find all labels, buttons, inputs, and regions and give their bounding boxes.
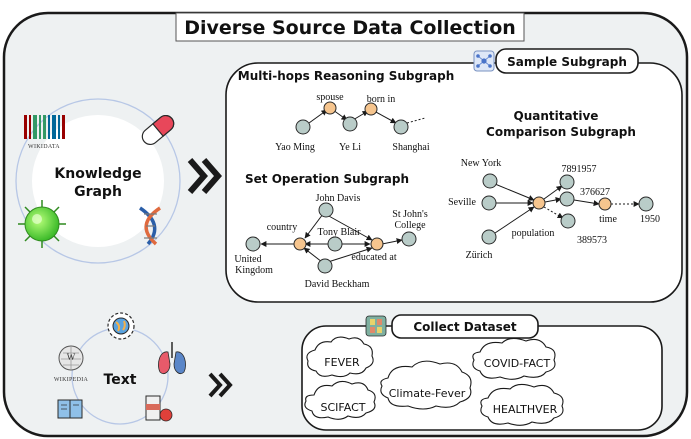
chevron-right-small-icon [208,372,233,398]
dataset-cloud-fever: FEVER [306,336,374,378]
title-box [175,12,525,42]
node-value-1 [559,174,575,190]
quant-graph: New York Seville Zürich population 78919… [448,158,660,261]
entity-zurich: Zürich [466,250,493,261]
text-source-label: Text [104,372,137,388]
node-shanghai [393,119,409,135]
edge-label-population: population [512,228,555,239]
page-title: Diverse Source Data Collection [184,17,516,39]
palette-icon [365,315,387,337]
entity-uk-2: Kingdom [235,265,273,276]
dna-icon [138,206,162,246]
dataset-label: COVID-FACT [484,357,551,370]
node-value-3 [560,213,576,229]
node-seville [481,195,497,211]
node-relation-time [598,197,612,211]
node-uk [245,236,261,252]
node-tony-blair [327,236,343,252]
kg-label-1: Knowledge [54,166,141,182]
edge-label-born-in: born in [367,94,396,105]
svg-text:W: W [67,352,76,362]
wikipedia-label: WIKIPEDIA [54,377,89,383]
network-icon [473,50,495,72]
entity-shanghai: Shanghai [392,142,429,153]
dataset-label: Climate-Fever [389,387,466,400]
node-david-beckham [317,258,333,274]
collect-dataset-label: Collect Dataset [413,320,517,334]
node-st-johns [401,231,417,247]
node-year [638,196,654,212]
entity-ye-li: Ye Li [339,142,361,153]
chevron-right-icon [187,158,222,194]
edge-label-spouse: spouse [316,92,344,103]
node-ye-li [342,116,358,132]
dataset-cloud-healthver: HEALTHVER [480,383,564,426]
quant-title-1: Quantitative [514,109,599,123]
entity-st-johns-1: St John's [392,209,428,220]
sample-subgraph-label: Sample Subgraph [507,55,627,69]
node-john-davis [318,202,334,218]
entity-new-york: New York [461,158,502,169]
node-yao-ming [295,119,311,135]
dataset-label: SCIFACT [321,401,366,414]
edge-label-country: country [267,222,298,233]
entity-st-johns-2: College [394,220,426,231]
entity-tony-blair: Tony Blair [318,227,362,238]
kg-center [32,115,164,247]
multihop-graph: spouse born in Yao Ming Ye Li Shanghai [275,92,430,153]
value-389573: 389573 [577,235,607,246]
node-new-york [482,173,498,189]
value-year: 1950 [640,214,660,225]
virus-icon [18,200,66,248]
dataset-cloud-covid-fact: COVID-FACT [472,337,556,380]
node-relation-educated [370,237,384,251]
node-zurich [481,229,497,245]
entity-david-beckham: David Beckham [305,279,370,290]
value-376627: 376627 [580,187,610,198]
lungs-icon [158,342,186,374]
dataset-label: FEVER [324,356,360,369]
dataset-cloud-climate-fever: Climate-Fever [380,360,472,410]
node-relation-country [293,237,307,251]
wikipedia-logo: W WIKIPEDIA [54,345,89,383]
pill-icon [141,114,175,146]
entity-john-davis: John Davis [316,193,361,204]
kg-label-2: Graph [74,184,122,200]
node-relation-population [532,196,546,210]
kg-ring [15,98,181,264]
node-relation-spouse [323,101,337,115]
dataset-label: HEALTHVER [493,403,558,416]
food-icon [145,395,173,422]
node-relation-born [364,102,378,116]
setop-title: Set Operation Subgraph [245,172,409,186]
book-icon [57,399,83,419]
entity-uk-1: United [234,254,261,265]
multihop-title: Multi-hops Reasoning Subgraph [238,69,454,83]
wikidata-label: WIKIDATA [28,144,60,150]
entity-yao-ming: Yao Ming [275,142,315,153]
dataset-cloud-scifact: SCIFACT [304,380,376,420]
quant-title-2: Comparison Subgraph [486,125,636,139]
edge-label-time: time [599,214,617,225]
setop-graph: John Davis country Tony Blair St John's … [234,193,427,290]
wikidata-logo: WIKIDATA [24,115,65,150]
value-7891957: 7891957 [562,164,597,175]
globe-icon [107,312,135,340]
edge-label-educated-at: educated at [351,252,396,263]
collect-dataset-box [391,314,539,339]
sample-subgraph-box [495,48,639,74]
entity-seville: Seville [448,197,476,208]
node-value-2 [559,191,575,207]
